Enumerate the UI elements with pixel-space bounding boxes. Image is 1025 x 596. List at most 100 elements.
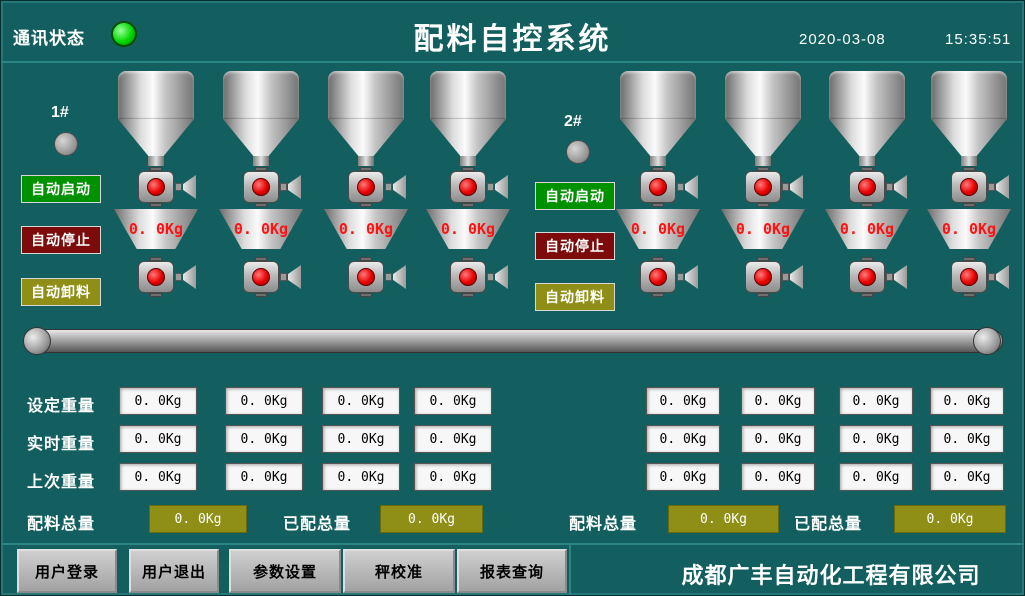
valve-indicator-icon (754, 178, 772, 196)
total-batch-label: 配料总量 (569, 516, 638, 533)
set-weight-input[interactable]: 0. 0Kg (322, 387, 400, 415)
company-name: 成都广丰自动化工程有限公司 (681, 563, 981, 588)
group1-status-lamp-icon (54, 132, 78, 156)
weigh-hopper-icon: 0. 0Kg (927, 209, 1011, 249)
valve-indicator-icon (147, 178, 165, 196)
valve-motor-icon (393, 175, 406, 199)
realtime-weight-cell: 0. 0Kg (741, 425, 815, 453)
valve-icon (106, 257, 206, 297)
realtime-weight-cell: 0. 0Kg (930, 425, 1004, 453)
group2-auto-stop-button[interactable]: 自动停止 (535, 232, 615, 260)
group1-auto-start-button[interactable]: 自动启动 (21, 175, 101, 203)
last-weight-cell: 0. 0Kg (930, 463, 1004, 491)
last-weight-cell: 0. 0Kg (414, 463, 492, 491)
user-logout-button[interactable]: 用户退出 (129, 549, 219, 593)
group1-auto-discharge-button[interactable]: 自动卸料 (21, 278, 101, 306)
comm-status-label: 通讯状态 (13, 29, 85, 48)
valve-motor-icon (288, 265, 301, 289)
valve-icon (608, 257, 708, 297)
weigh-hopper-icon: 0. 0Kg (721, 209, 805, 249)
silo-cone-icon (725, 119, 801, 157)
report-query-button[interactable]: 报表查询 (457, 549, 567, 593)
conveyor-roller-right (973, 327, 1001, 355)
silo-icon (430, 71, 506, 119)
valve-indicator-icon (858, 178, 876, 196)
total-done-value: 0. 0Kg (380, 505, 483, 533)
realtime-weight-cell: 0. 0Kg (225, 425, 303, 453)
valve-flange-top (255, 257, 267, 261)
valve-flange-bottom (462, 203, 474, 207)
realtime-weight-cell: 0. 0Kg (119, 425, 197, 453)
hopper-unit: 0. 0Kg (106, 71, 206, 307)
valve-flange-bottom (757, 293, 769, 297)
group1-auto-stop-button[interactable]: 自动停止 (21, 226, 101, 254)
valve-icon (316, 257, 416, 297)
last-weight-cell: 0. 0Kg (646, 463, 720, 491)
user-login-button[interactable]: 用户登录 (17, 549, 117, 593)
silo-neck (148, 156, 164, 166)
silo-neck (650, 156, 666, 166)
valve-icon (919, 257, 1019, 297)
row-label-last-weight: 上次重量 (27, 474, 96, 491)
valve-flange-top (963, 257, 975, 261)
set-weight-input[interactable]: 0. 0Kg (119, 387, 197, 415)
valve-motor-icon (393, 265, 406, 289)
valve-flange-bottom (963, 203, 975, 207)
group2-auto-start-button[interactable]: 自动启动 (535, 182, 615, 210)
realtime-weight-cell: 0. 0Kg (839, 425, 913, 453)
hopper-weight-value: 0. 0Kg (735, 220, 791, 238)
valve-motor-icon (996, 175, 1009, 199)
valve-motor-stem (487, 183, 494, 191)
hopper-unit: 0. 0Kg (418, 71, 518, 307)
last-weight-cell: 0. 0Kg (741, 463, 815, 491)
silo-icon (931, 71, 1007, 119)
valve-motor-icon (894, 265, 907, 289)
silo-cone-icon (118, 119, 194, 157)
valve-icon (713, 167, 813, 207)
silo-cone-icon (829, 119, 905, 157)
valve-flange-top (150, 257, 162, 261)
silo-neck (755, 156, 771, 166)
hopper-unit: 0. 0Kg (316, 71, 416, 307)
set-weight-input[interactable]: 0. 0Kg (839, 387, 913, 415)
valve-indicator-icon (357, 268, 375, 286)
valve-motor-stem (677, 183, 684, 191)
weigh-hopper-icon: 0. 0Kg (324, 209, 408, 249)
set-weight-input[interactable]: 0. 0Kg (741, 387, 815, 415)
valve-motor-stem (677, 273, 684, 281)
valve-flange-top (652, 257, 664, 261)
time-display: 15:35:51 (945, 31, 1012, 48)
valve-motor-icon (996, 265, 1009, 289)
scale-calibration-button[interactable]: 秤校准 (343, 549, 455, 593)
footer-vertical-divider (569, 545, 571, 595)
valve-motor-stem (988, 183, 995, 191)
valve-indicator-icon (754, 268, 772, 286)
hopper-unit: 0. 0Kg (817, 71, 917, 307)
hopper-weight-value: 0. 0Kg (338, 220, 394, 238)
valve-indicator-icon (960, 268, 978, 286)
valve-icon (316, 167, 416, 207)
set-weight-input[interactable]: 0. 0Kg (930, 387, 1004, 415)
valve-indicator-icon (357, 178, 375, 196)
valve-indicator-icon (252, 268, 270, 286)
valve-indicator-icon (858, 268, 876, 286)
last-weight-cell: 0. 0Kg (225, 463, 303, 491)
silo-cone-icon (931, 119, 1007, 157)
group2-auto-discharge-button[interactable]: 自动卸料 (535, 283, 615, 311)
realtime-weight-cell: 0. 0Kg (322, 425, 400, 453)
weigh-hopper-icon: 0. 0Kg (219, 209, 303, 249)
weigh-hopper-icon: 0. 0Kg (825, 209, 909, 249)
valve-indicator-icon (252, 178, 270, 196)
row-label-set-weight: 设定重量 (27, 398, 96, 415)
parameter-settings-button[interactable]: 参数设置 (229, 549, 341, 593)
silo-neck (253, 156, 269, 166)
row-label-realtime-weight: 实时重量 (27, 436, 96, 453)
set-weight-input[interactable]: 0. 0Kg (414, 387, 492, 415)
valve-motor-icon (790, 175, 803, 199)
set-weight-input[interactable]: 0. 0Kg (646, 387, 720, 415)
date-display: 2020-03-08 (799, 31, 886, 48)
set-weight-input[interactable]: 0. 0Kg (225, 387, 303, 415)
valve-icon (713, 257, 813, 297)
valve-flange-top (757, 167, 769, 171)
valve-flange-bottom (150, 203, 162, 207)
